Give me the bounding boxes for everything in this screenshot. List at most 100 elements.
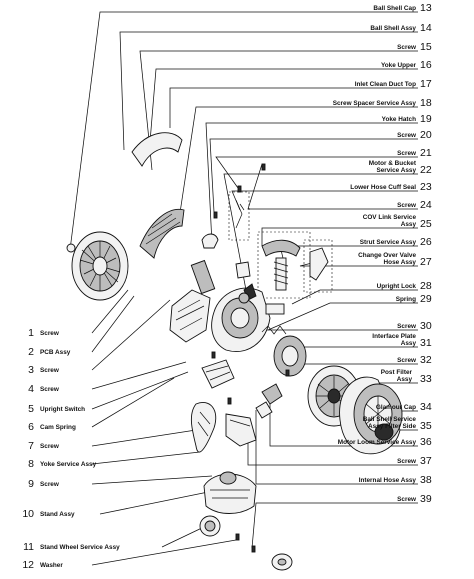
callout-number: 30 bbox=[420, 320, 432, 332]
callout-number: 21 bbox=[420, 147, 432, 159]
ball-shell-part bbox=[131, 132, 183, 167]
leader-line bbox=[139, 50, 418, 171]
leader-line bbox=[91, 429, 197, 447]
leader-line bbox=[261, 227, 418, 246]
callout-label: Yoke Service Assy bbox=[40, 461, 97, 468]
leader-line bbox=[69, 11, 418, 251]
upright-switch-part bbox=[201, 359, 235, 389]
callout-label: Screw bbox=[40, 367, 59, 374]
callout-label: Ball Shell Cap bbox=[373, 5, 416, 12]
callout-number: 25 bbox=[420, 218, 432, 230]
leader-line bbox=[91, 289, 129, 334]
callout-number: 28 bbox=[420, 280, 432, 292]
callout-number: 9 bbox=[28, 478, 34, 490]
leader-line bbox=[91, 377, 175, 428]
callout-number: 24 bbox=[420, 199, 432, 211]
callout-number: 22 bbox=[420, 164, 432, 176]
ball-shell-filter-side-part bbox=[339, 376, 403, 455]
callout-number: 34 bbox=[420, 401, 432, 413]
callout-label: PCB Assy bbox=[40, 349, 71, 356]
leader-line bbox=[91, 299, 171, 371]
leader-line bbox=[209, 138, 418, 213]
leader-line bbox=[251, 502, 418, 549]
callout-label: Screw bbox=[40, 481, 59, 488]
leader-line bbox=[149, 68, 418, 143]
stand-wheel-part bbox=[199, 515, 221, 537]
callout-label: Screw bbox=[397, 44, 416, 51]
callout-number: 16 bbox=[420, 59, 432, 71]
callout-number: 18 bbox=[420, 97, 432, 109]
callout-number: 27 bbox=[420, 256, 432, 268]
leader-line bbox=[119, 31, 418, 151]
leader-line bbox=[177, 106, 418, 227]
pcb-part bbox=[169, 289, 211, 343]
callout-number: 23 bbox=[420, 181, 432, 193]
leader-line bbox=[215, 156, 418, 189]
callout-label: Screw bbox=[397, 496, 416, 503]
callout-label: Change Over Valve Hose Assy bbox=[358, 252, 416, 266]
callout-label: Glamour Cap bbox=[375, 404, 416, 411]
callout-number: 1 bbox=[28, 327, 34, 339]
cov-hose-part bbox=[309, 247, 329, 281]
callout-number: 39 bbox=[420, 493, 432, 505]
leader-line bbox=[91, 475, 213, 485]
callout-label: Yoke Hatch bbox=[381, 116, 416, 123]
ball-shell-cap-part bbox=[66, 231, 129, 301]
callout-number: 4 bbox=[28, 383, 34, 395]
callout-number: 6 bbox=[28, 421, 34, 433]
callout-number: 7 bbox=[28, 440, 34, 452]
callout-label: Screw Spacer Service Assy bbox=[332, 100, 416, 107]
callout-label: Inlet Clean Duct Top bbox=[354, 81, 416, 88]
callout-number: 38 bbox=[420, 474, 432, 486]
callout-label: Ball Shell Service Assy Filter Side bbox=[362, 416, 416, 430]
leader-line bbox=[223, 173, 418, 291]
callout-number: 20 bbox=[420, 129, 432, 141]
callout-number: 37 bbox=[420, 455, 432, 467]
callout-number: 10 bbox=[22, 508, 34, 520]
callout-label: Washer bbox=[40, 562, 63, 569]
callout-label: Lower Hose Cuff Seal bbox=[350, 184, 416, 191]
screws bbox=[211, 163, 290, 553]
callout-number: 13 bbox=[420, 2, 432, 14]
callout-label: Interface Plate Assy bbox=[372, 333, 416, 347]
callout-label: Upright Switch bbox=[40, 406, 86, 413]
leader-line bbox=[91, 295, 135, 353]
callout-label: Screw bbox=[397, 132, 416, 139]
callout-label: Screw bbox=[397, 202, 416, 209]
washer-part bbox=[271, 553, 293, 571]
callout-label: Screw bbox=[40, 386, 59, 393]
callout-number: 35 bbox=[420, 420, 432, 432]
leader-line bbox=[91, 451, 201, 465]
callout-number: 15 bbox=[420, 41, 432, 53]
callout-label: Stand Wheel Service Assy bbox=[40, 544, 120, 551]
callout-label: Screw bbox=[397, 150, 416, 157]
callout-number: 14 bbox=[420, 22, 432, 34]
callout-number: 31 bbox=[420, 337, 432, 349]
callout-label: Motor Loom Service Assy bbox=[337, 439, 416, 446]
leader-line bbox=[91, 371, 189, 410]
callout-label: COV Link Service Assy bbox=[362, 214, 416, 228]
callout-label: Upright Lock bbox=[376, 283, 416, 290]
callout-label: Screw bbox=[397, 323, 416, 330]
leader-line bbox=[291, 289, 418, 305]
callout-label: Cam Spring bbox=[40, 424, 76, 431]
parts-illustration bbox=[66, 132, 403, 571]
callout-number: 12 bbox=[22, 559, 34, 571]
callout-number: 5 bbox=[28, 403, 34, 415]
callout-label: Yoke Upper bbox=[380, 62, 416, 69]
callout-label: Strut Service Assy bbox=[359, 239, 416, 246]
yoke-hatch-part bbox=[201, 233, 219, 249]
leader-line bbox=[169, 87, 418, 128]
strut-part bbox=[273, 257, 289, 291]
callout-number: 33 bbox=[420, 373, 432, 385]
callout-number: 2 bbox=[28, 346, 34, 358]
leader-line bbox=[247, 440, 418, 466]
callout-label: Screw bbox=[397, 357, 416, 364]
yoke-service-part bbox=[190, 402, 257, 453]
leader-line bbox=[247, 163, 418, 210]
leader-line bbox=[161, 525, 207, 548]
leader-line bbox=[231, 190, 418, 211]
leader-line bbox=[267, 302, 418, 331]
motor-loom-part bbox=[261, 383, 283, 405]
callout-number: 32 bbox=[420, 354, 432, 366]
